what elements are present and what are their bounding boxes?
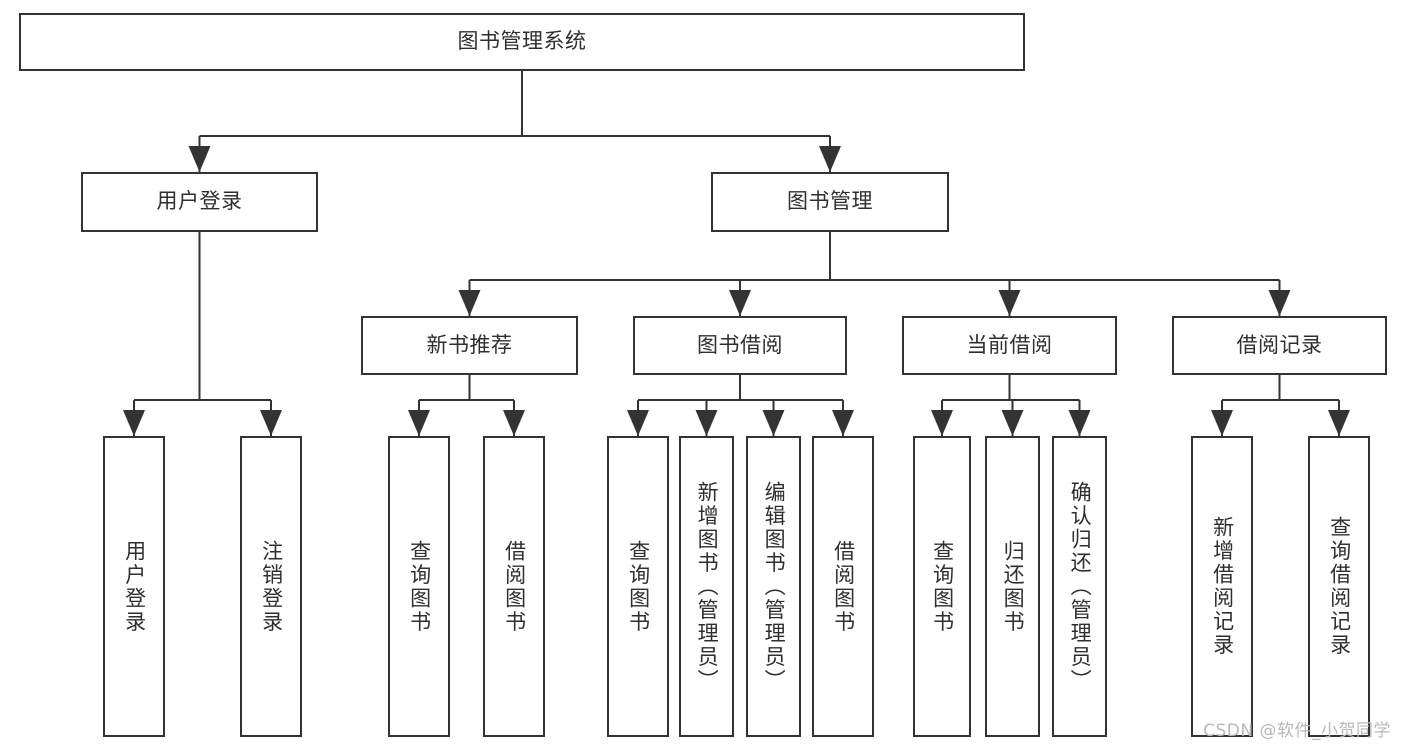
node-leaf-query-2[interactable]: 查询图书 <box>607 436 669 737</box>
node-label: 归还图书 <box>1001 539 1026 634</box>
connector-arrowhead <box>458 290 481 316</box>
connector-arrowhead <box>931 410 953 436</box>
node-leaf-edit-book[interactable]: 编辑图书（管理员） <box>746 436 801 737</box>
node-label: 用户登录 <box>156 189 243 214</box>
node-leaf-query-3[interactable]: 查询图书 <box>913 436 971 737</box>
node-leaf-borrow-2[interactable]: 借阅图书 <box>812 436 874 737</box>
node-label: 图书借阅 <box>697 332 783 357</box>
node-label: 用户登录 <box>122 539 147 634</box>
connector-arrowhead <box>1328 410 1350 436</box>
connector-arrowhead <box>123 410 145 436</box>
connector-arrowhead <box>832 410 854 436</box>
connector-arrowhead <box>1211 410 1233 436</box>
node-book-borrow[interactable]: 图书借阅 <box>633 316 847 375</box>
connector-arrowhead <box>627 410 649 436</box>
node-label: 确认归还（管理员） <box>1068 480 1093 693</box>
node-leaf-query-1[interactable]: 查询图书 <box>388 436 450 737</box>
node-label: 借阅记录 <box>1236 332 1323 357</box>
node-current-borrow[interactable]: 当前借阅 <box>902 316 1117 375</box>
node-label: 注销登录 <box>259 539 284 634</box>
connector-arrowhead <box>762 410 785 436</box>
node-new-book-rec[interactable]: 新书推荐 <box>361 316 578 375</box>
node-label: 查询借阅记录 <box>1327 516 1352 657</box>
connector-arrowhead <box>998 290 1021 316</box>
node-leaf-add-book[interactable]: 新增图书（管理员） <box>679 436 734 737</box>
node-label: 借阅图书 <box>831 539 856 634</box>
connector-arrowhead <box>819 146 841 172</box>
connector-arrowhead <box>503 410 525 436</box>
node-leaf-query-rec[interactable]: 查询借阅记录 <box>1308 436 1370 737</box>
node-root[interactable]: 图书管理系统 <box>19 13 1025 71</box>
connector-arrowhead <box>188 146 211 172</box>
connector-arrowhead <box>729 290 751 316</box>
node-borrow-record[interactable]: 借阅记录 <box>1172 316 1387 375</box>
connector-arrowhead <box>1068 410 1091 436</box>
connector-arrowhead <box>695 410 718 436</box>
node-leaf-borrow-1[interactable]: 借阅图书 <box>483 436 545 737</box>
node-label: 新增借阅记录 <box>1210 516 1235 657</box>
node-label: 新书推荐 <box>426 332 513 357</box>
node-label: 新增图书（管理员） <box>695 480 720 693</box>
node-user-login[interactable]: 用户登录 <box>81 172 318 232</box>
node-label: 查询图书 <box>407 539 432 634</box>
node-leaf-user-login[interactable]: 用户登录 <box>103 436 165 737</box>
connector-arrowhead <box>1268 290 1291 316</box>
node-leaf-add-rec[interactable]: 新增借阅记录 <box>1191 436 1253 737</box>
node-leaf-confirm[interactable]: 确认归还（管理员） <box>1052 436 1107 737</box>
node-leaf-return[interactable]: 归还图书 <box>985 436 1040 737</box>
node-label: 查询图书 <box>930 539 955 634</box>
node-book-manage[interactable]: 图书管理 <box>711 172 949 232</box>
node-label: 查询图书 <box>626 539 651 634</box>
node-label: 编辑图书（管理员） <box>762 480 787 693</box>
connector-arrowhead <box>260 410 282 436</box>
node-label: 当前借阅 <box>966 332 1053 357</box>
node-label: 借阅图书 <box>502 539 527 634</box>
node-label: 图书管理系统 <box>457 29 587 54</box>
watermark: CSDN @软件_小贺同学 <box>1203 721 1391 741</box>
connector-arrowhead <box>408 410 430 436</box>
connector-arrowhead <box>1001 410 1024 436</box>
node-label: 图书管理 <box>787 189 873 214</box>
node-leaf-logout[interactable]: 注销登录 <box>240 436 302 737</box>
